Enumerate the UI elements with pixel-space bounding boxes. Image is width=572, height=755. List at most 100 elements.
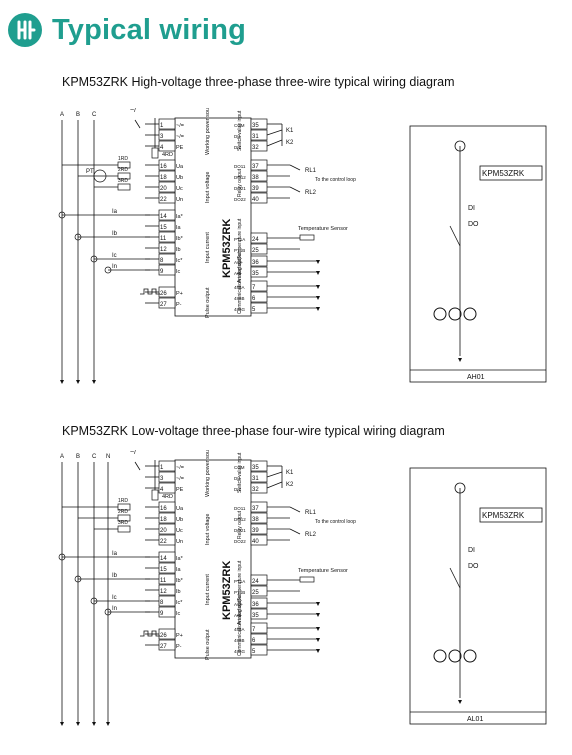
terminal-number: 7 <box>252 627 256 633</box>
bus-label: B <box>76 454 80 460</box>
terminal-number: 40 <box>252 197 259 203</box>
terminal-signal: DO11 <box>234 506 246 511</box>
group-label-left: Input current <box>205 232 211 263</box>
terminal-number: 16 <box>160 506 167 512</box>
arrow-icon <box>458 700 462 704</box>
switch-contact <box>266 471 283 478</box>
terminal-number: 24 <box>252 237 259 243</box>
terminal-signal: AO- <box>234 613 243 618</box>
ct-icon <box>74 575 82 583</box>
group-label-left: Working power source <box>205 450 211 497</box>
terminal-signal: PT1B <box>234 248 245 253</box>
terminal-number: 25 <box>252 248 259 254</box>
terminal-signal: PE <box>176 145 184 151</box>
power-symbol: ~/ <box>130 108 136 114</box>
terminal-number: 4 <box>160 487 164 493</box>
terminal-number: 32 <box>252 487 259 493</box>
relay-label-rl1: RL1 <box>305 510 317 516</box>
terminal-number: 36 <box>252 602 259 608</box>
panel-do-label: DO <box>468 563 479 570</box>
arrow-icon <box>316 649 320 653</box>
current-label: In <box>112 606 117 612</box>
arrow-icon <box>92 722 96 726</box>
terminal-number: 6 <box>252 296 256 302</box>
terminal-number: 12 <box>160 247 167 253</box>
terminal-signal: DI2 <box>234 145 242 150</box>
relay-contact <box>289 164 301 171</box>
fuse-label: 2RD <box>118 509 128 515</box>
terminal-number: 39 <box>252 186 259 192</box>
terminal-signal: Uc <box>176 528 183 534</box>
terminal-number: 9 <box>160 269 164 275</box>
terminal-number: 27 <box>160 644 167 650</box>
arrow-icon <box>316 307 320 311</box>
terminal-signal: 485G <box>234 307 246 312</box>
terminal-number: 26 <box>160 633 167 639</box>
terminal-number: 40 <box>252 539 259 545</box>
terminal-signal: AO+ <box>234 260 244 265</box>
panel-frame <box>409 125 547 383</box>
arrow-icon <box>316 260 320 264</box>
terminal-number: 3 <box>160 134 164 140</box>
terminal-signal: PT1B <box>234 590 245 595</box>
terminal-number: 15 <box>160 567 167 573</box>
terminal-number: 24 <box>252 579 259 585</box>
fuse-icon <box>151 147 159 159</box>
arrow-icon <box>316 602 320 606</box>
panel-top-icon <box>454 482 466 494</box>
relay-contact <box>289 506 301 513</box>
terminal-signal: Ua <box>176 506 184 512</box>
terminal-number: 6 <box>252 638 256 644</box>
terminal-signal: 485A <box>234 285 245 290</box>
group-label-left: Input voltage <box>205 514 211 546</box>
current-label: Ic <box>112 595 117 601</box>
terminal-number: 32 <box>252 145 259 151</box>
terminal-number: 1 <box>160 123 164 129</box>
group-label-right: Relay output <box>237 168 243 197</box>
terminal-signal: Ib <box>176 247 181 253</box>
fuse-icon <box>117 183 131 191</box>
relay-label-control-loop: To the control loop <box>315 177 356 183</box>
current-label: Ib <box>112 231 118 237</box>
ct-icon <box>90 597 98 605</box>
terminal-number: 25 <box>252 590 259 596</box>
panel-ct-icon <box>433 307 447 321</box>
panel-model-label: KPM53ZRK <box>482 169 525 178</box>
terminal-number: 4 <box>160 145 164 151</box>
bus-label: A <box>60 454 64 460</box>
relay-contact <box>289 528 301 535</box>
group-label-right: Temperature input <box>237 218 243 259</box>
panel-di-label: DI <box>468 205 475 212</box>
terminal-number: 22 <box>160 197 167 203</box>
terminal-number: 8 <box>160 600 164 606</box>
fuse-icon <box>151 489 159 501</box>
panel-ct-icon <box>463 649 477 663</box>
terminal-signal: Ub <box>176 175 183 181</box>
terminal-signal: PT1A <box>234 237 245 242</box>
temp-sensor-icon <box>299 576 315 583</box>
terminal-signal: 485B <box>234 296 245 301</box>
bus-label: C <box>92 454 97 460</box>
power-wire <box>134 461 141 471</box>
terminal-number: 14 <box>160 214 167 220</box>
terminal-signal: DI2 <box>234 487 242 492</box>
terminal-signal: Ua <box>176 164 184 170</box>
arrow-icon <box>316 285 320 289</box>
switch-contact <box>266 129 283 136</box>
relay-contact <box>289 186 301 193</box>
terminal-signal: PE <box>176 487 184 493</box>
pulse-icon <box>140 288 160 295</box>
terminal-signal: P+ <box>176 291 183 297</box>
panel-breaker <box>449 567 461 589</box>
current-label: In <box>112 264 117 270</box>
panel-code: AH01 <box>467 374 485 381</box>
panel-top-icon <box>454 140 466 152</box>
terminal-number: 20 <box>160 528 167 534</box>
terminal-signal: DI1 <box>234 476 242 481</box>
switch-contact <box>266 481 283 489</box>
arrow-icon <box>92 380 96 384</box>
arrow-icon <box>316 271 320 275</box>
group-label-left: Pulse output <box>205 287 211 318</box>
